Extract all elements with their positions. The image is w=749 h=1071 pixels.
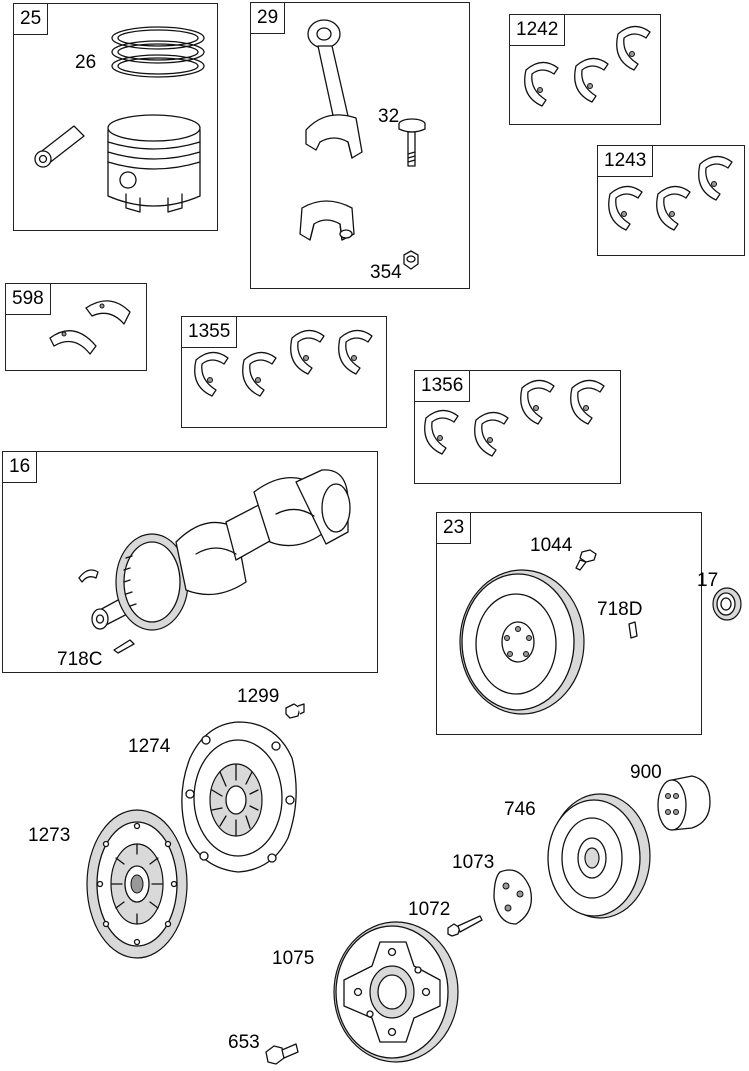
clutch-bolt-icon: [285, 703, 305, 719]
piston-rings-icon: [111, 26, 205, 78]
part-label-17: 17: [697, 570, 719, 591]
bolt-1072-icon: [447, 915, 483, 937]
rod-nut-icon: [403, 250, 419, 270]
bearing-set-1356-icon: [424, 379, 605, 457]
clutch-disc-icon: [86, 809, 188, 959]
crankshaft-icon: [91, 469, 351, 631]
part-label-746: 746: [504, 799, 536, 820]
part-label-26: 26: [75, 52, 97, 73]
part-label-718c: 718C: [57, 649, 103, 670]
part-label-1273: 1273: [28, 825, 71, 846]
part-label-354: 354: [370, 262, 402, 283]
part-label-900: 900: [630, 762, 662, 783]
part-label-1075: 1075: [272, 948, 315, 969]
group-box-1356: 1356: [414, 370, 621, 484]
group-box-598: 598: [5, 283, 147, 371]
group-label-598: 598: [5, 283, 51, 315]
pin-718c-icon: [113, 639, 135, 654]
rod-cap-icon: [299, 200, 355, 241]
group-box-16: 16: [2, 451, 378, 673]
group-box-25: 25: [13, 3, 218, 231]
group-box-1242: 1242: [509, 14, 661, 125]
part-label-1044: 1044: [530, 535, 573, 556]
part-label-32: 32: [378, 106, 400, 127]
group-box-1355: 1355: [181, 316, 387, 428]
hub-icon: [333, 921, 459, 1063]
group-label-1242: 1242: [509, 14, 566, 46]
group-box-1243: 1243: [597, 145, 745, 256]
spacer-icon: [657, 775, 711, 831]
bearing-set-1243-icon: [608, 155, 733, 231]
seal-icon: [712, 587, 742, 621]
flywheel-bolt-icon: [575, 549, 597, 571]
plate-icon: [493, 869, 533, 925]
bearing-set-1242-icon: [524, 25, 651, 107]
key-icon: [78, 569, 99, 583]
part-label-718d: 718D: [597, 599, 643, 620]
group-label-29: 29: [250, 2, 286, 34]
group-label-1355: 1355: [181, 316, 238, 348]
group-box-29: 29: [250, 2, 470, 289]
bolt-653-icon: [265, 1043, 299, 1065]
group-label-23: 23: [436, 512, 472, 544]
thrust-washer-icon: [49, 300, 131, 355]
connecting-rod-icon: [305, 19, 363, 159]
bearing-set-1355-icon: [194, 329, 373, 397]
part-label-1274: 1274: [128, 736, 171, 757]
rod-bolt-icon: [398, 118, 426, 167]
pin-718d-icon: [628, 621, 638, 639]
part-label-653: 653: [228, 1032, 260, 1053]
gear-icon: [547, 793, 651, 919]
group-label-25: 25: [13, 3, 49, 35]
piston-icon: [107, 114, 201, 213]
group-label-1356: 1356: [414, 370, 471, 402]
group-label-16: 16: [2, 451, 38, 483]
part-label-1073: 1073: [452, 852, 495, 873]
group-box-23: 23: [436, 512, 702, 735]
flywheel-icon: [459, 569, 585, 715]
group-label-1243: 1243: [597, 145, 654, 177]
pressure-plate-icon: [181, 721, 297, 873]
piston-pin-icon: [34, 125, 85, 168]
part-label-1072: 1072: [408, 899, 451, 920]
part-label-1299: 1299: [237, 686, 280, 707]
